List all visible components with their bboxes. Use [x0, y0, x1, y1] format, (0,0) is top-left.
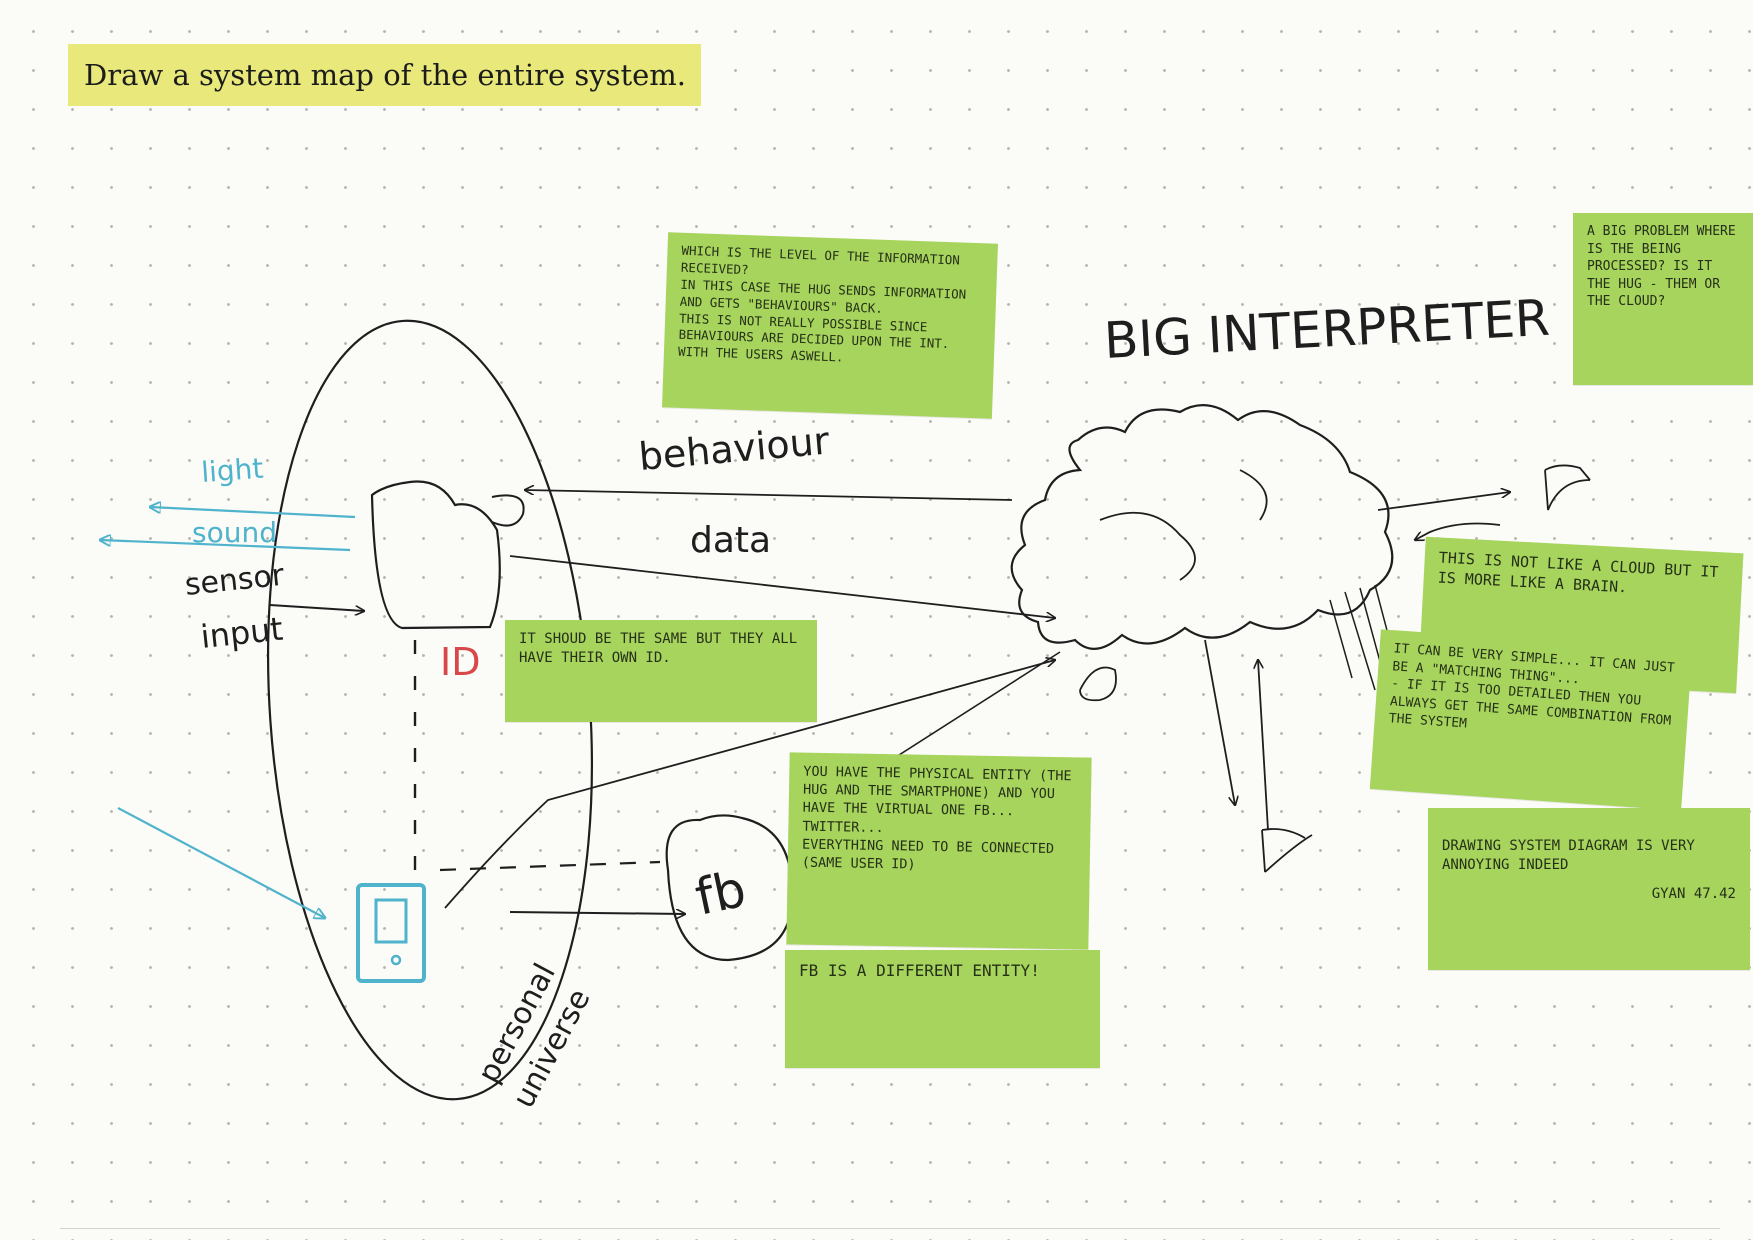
note-fb-different-entity: FB IS A DIFFERENT ENTITY! [785, 950, 1100, 1068]
cloud-inner-swirl [1079, 469, 1268, 702]
hug-bulge [491, 494, 525, 527]
page-title: Draw a system map of the entire system. [84, 58, 687, 92]
note-drawing-annoying-text: DRAWING SYSTEM DIAGRAM IS VERY ANNOYING … [1442, 837, 1695, 873]
to-fb-arrow [509, 912, 685, 914]
fb-circle [665, 814, 794, 962]
note-big-problem: A BIG PROBLEM WHERE IS THE BEING PROCESS… [1573, 213, 1753, 385]
cloud-rays [1329, 584, 1399, 691]
sound-arrow [100, 540, 351, 552]
note-signature: GYAN 47.42 [1651, 885, 1736, 902]
note-same-id: IT SHOUD BE THE SAME BUT THEY ALL HAVE T… [505, 620, 817, 722]
note-drawing-annoying: DRAWING SYSTEM DIAGRAM IS VERY ANNOYING … [1428, 808, 1750, 970]
smartphone-screen [374, 898, 408, 944]
data-arrow [509, 555, 1055, 618]
user-to-phone-arrow [117, 807, 325, 918]
smartphone-button [390, 954, 402, 966]
cloud-down-arrow [1204, 639, 1235, 805]
hug-device-shape [370, 480, 501, 630]
cloud-right-arrow [1377, 492, 1510, 511]
sensor-input-arrow [269, 604, 364, 611]
label-big-interpreter: BIG INTERPRETER [1103, 289, 1552, 370]
page-bottom-rule [60, 1228, 1720, 1229]
smartphone-icon [356, 883, 426, 983]
label-input: input [199, 610, 285, 656]
cloud-return-arrow [1415, 522, 1501, 540]
note-physical-entity: YOU HAVE THE PHYSICAL ENTITY (THE HUG AN… [786, 752, 1092, 950]
note-information-level: WHICH IS THE LEVEL OF THE INFORMATION RE… [662, 232, 998, 419]
user-figure-bottom [1261, 828, 1313, 873]
user-figure-right [1544, 464, 1591, 511]
cloud-up-arrow [1258, 660, 1269, 831]
title-highlight [68, 44, 701, 106]
label-id: ID [440, 640, 480, 684]
label-light: light [200, 452, 264, 489]
note-very-simple: IT CAN BE VERY SIMPLE... IT CAN JUST BE … [1369, 629, 1693, 811]
phone-to-cloud-arrow [444, 660, 1055, 909]
label-fb: fb [690, 860, 750, 927]
cloud-brain-shape [1010, 404, 1394, 650]
behaviour-arrow [525, 490, 1013, 501]
label-data: data [690, 520, 771, 561]
label-behaviour: behaviour [637, 418, 831, 479]
light-arrow [150, 507, 356, 519]
phone-fb-dashed-link [439, 860, 661, 872]
label-sound: sound [192, 516, 277, 549]
